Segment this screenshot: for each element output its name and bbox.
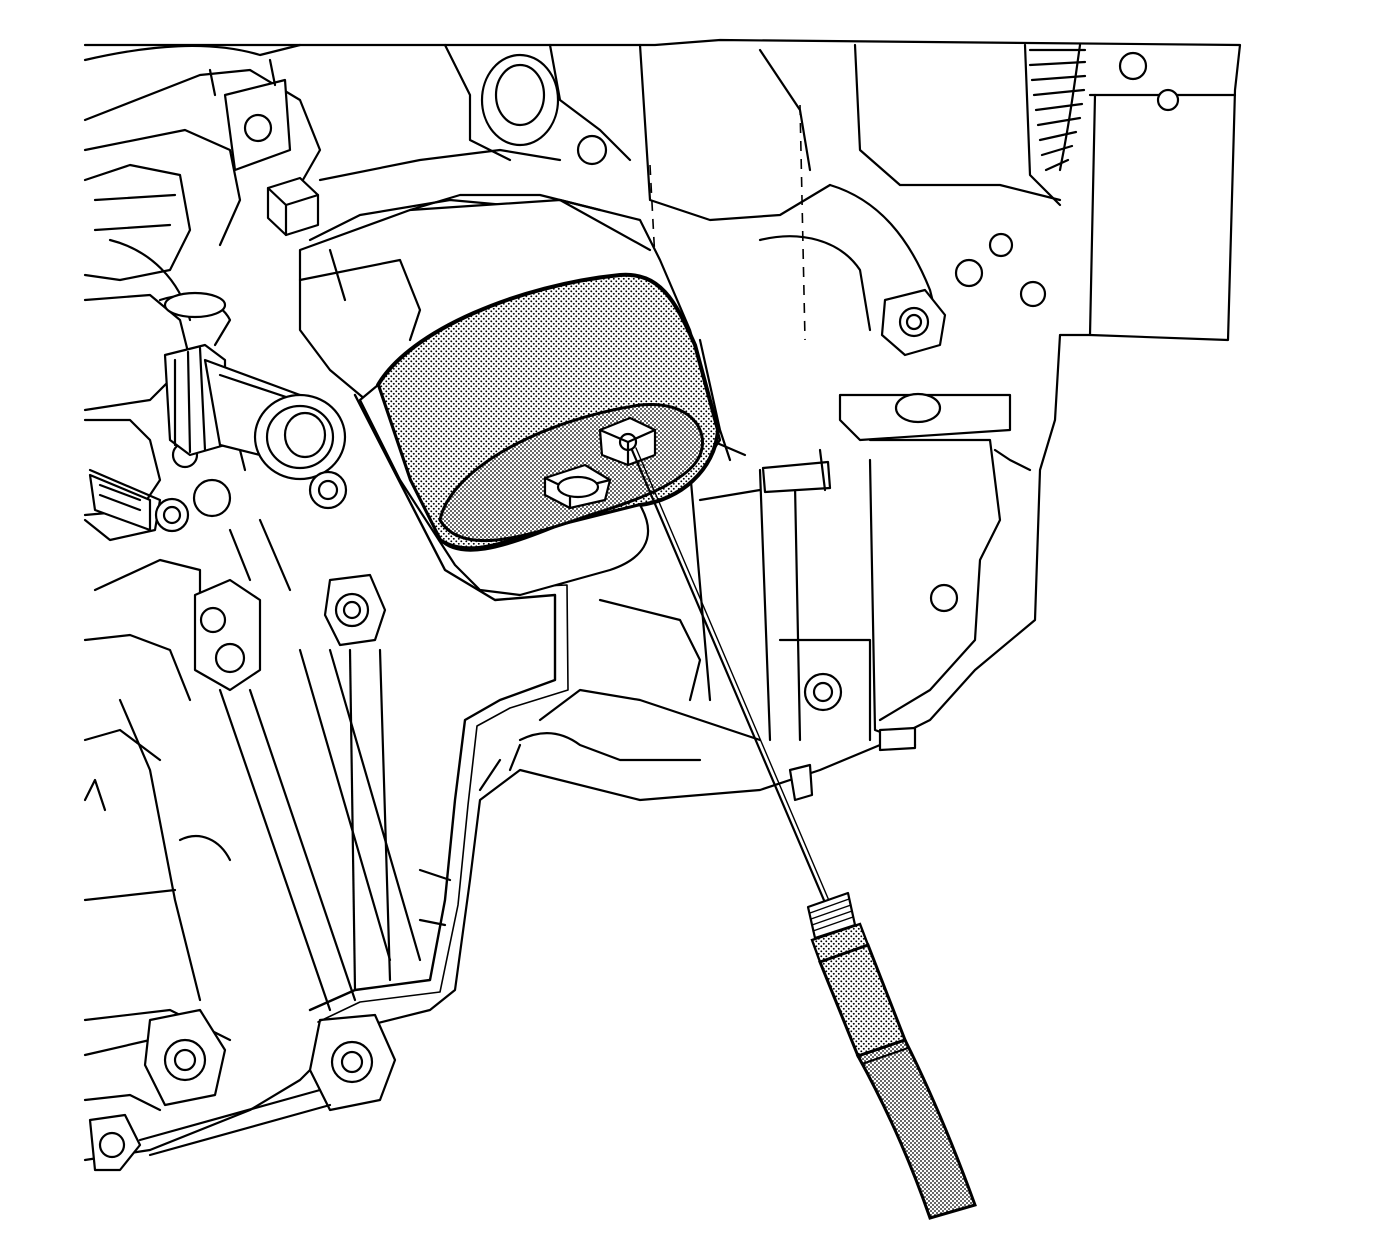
oil-filter	[358, 272, 720, 597]
flywheel-teeth	[1028, 48, 1087, 172]
probe-hose	[818, 943, 907, 1058]
pressure-gauge-probe	[630, 447, 977, 1220]
coolant-fitting	[163, 343, 347, 481]
engine-block	[83, 38, 1242, 1172]
probe-rod	[630, 448, 828, 907]
